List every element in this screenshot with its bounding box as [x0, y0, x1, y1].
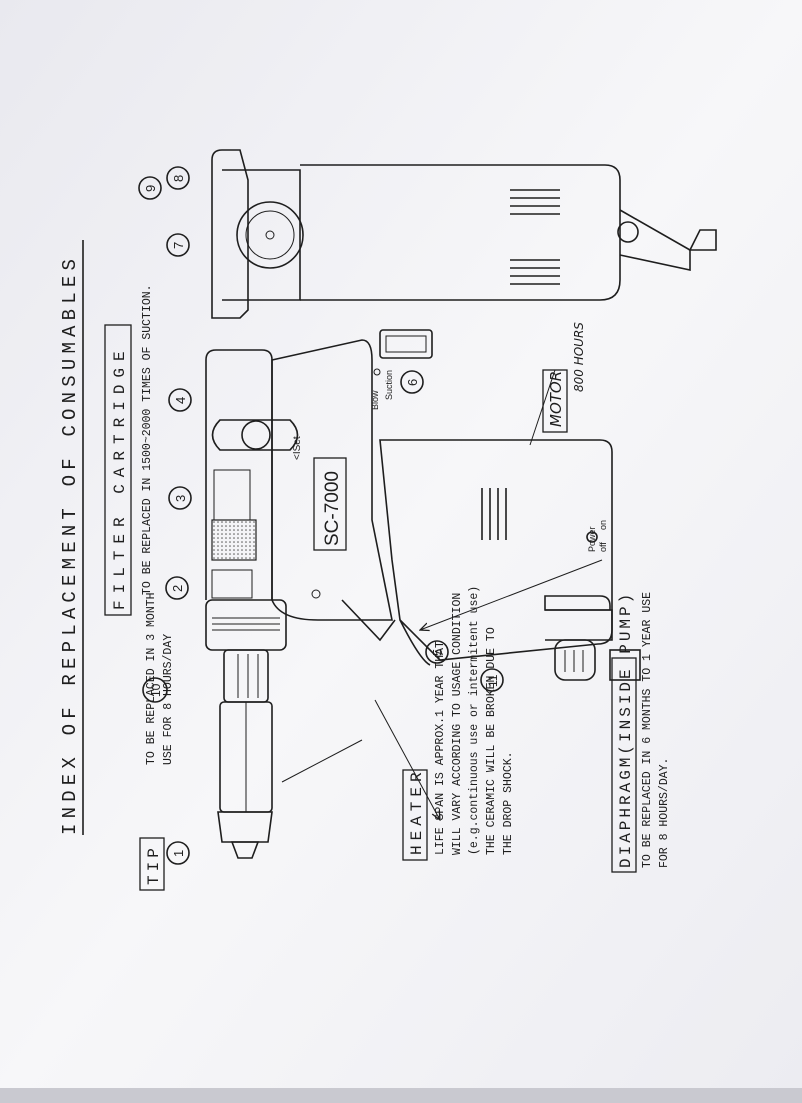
- heater-arrow: [374, 699, 440, 820]
- callout-11: 11: [480, 668, 504, 692]
- callout-6: 6: [400, 370, 424, 394]
- heater-heading: HEATER: [408, 767, 426, 855]
- callout-3: 3: [168, 486, 192, 510]
- svg-text:4: 4: [173, 397, 188, 404]
- diaphragm-line-1: TO BE REPLACED IN 6 MONTHS TO 1 YEAR USE: [641, 592, 654, 868]
- svg-text:7: 7: [171, 242, 186, 249]
- diaphragm-line-2: FOR 8 HOURS/DAY.: [658, 758, 671, 868]
- svg-text:11: 11: [486, 674, 500, 687]
- off-label: off: [598, 542, 608, 552]
- heater-line-5: THE DROP SHOCK.: [502, 751, 515, 855]
- tip-heading: TIP: [145, 844, 163, 885]
- heater-leader: [281, 739, 363, 783]
- motor-note: 800 HOURS: [572, 322, 586, 392]
- svg-text:5: 5: [430, 649, 445, 656]
- gun-rear-view: [211, 149, 717, 319]
- page-title: INDEX OF REPLACEMENT OF CONSUMABLES: [59, 254, 81, 835]
- heater-line-4: THE CERAMIC WILL BE BROKEN DUE TO: [485, 627, 498, 855]
- callout-4: 4: [168, 388, 192, 412]
- gun-side-view: SC-7000 <ISet Blow Suction Power off on: [205, 329, 641, 859]
- callout-10: 10: [142, 677, 168, 703]
- callout-1: 1: [166, 841, 190, 865]
- model-label: SC-7000: [322, 471, 343, 546]
- filter-line-1: TO BE REPLACED IN 1500~2000 TIMES OF SUC…: [141, 284, 154, 595]
- suction-label: Suction: [384, 370, 394, 400]
- callout-2: 2: [165, 576, 189, 600]
- scan-edge: [0, 1088, 802, 1103]
- filter-section: FILTER CARTRIDGE TO BE REPLACED IN 1500~…: [104, 284, 154, 616]
- on-label: on: [598, 520, 608, 530]
- motor-heading: MOTOR: [547, 371, 565, 427]
- heater-line-2: WILL VARY ACCORDING TO USAGE CONDITION: [451, 593, 464, 855]
- diaphragm-heading: DIAPHRAGM(INSIDE PUMP): [617, 591, 635, 868]
- set-label: <ISet: [292, 436, 303, 460]
- svg-text:1: 1: [171, 850, 186, 857]
- svg-text:2: 2: [170, 585, 185, 592]
- heater-line-3: (e.g.continuous use or intermitent use): [468, 586, 481, 855]
- callout-9: 9: [138, 176, 162, 200]
- heater-line-1: LIFE SPAN IS APPROX.1 YEAR THAT: [434, 641, 447, 855]
- leader-lines: [281, 369, 603, 820]
- diaphragm-arrow: [420, 559, 603, 630]
- tip-line-2: USE FOR 8 HOURS/DAY: [162, 634, 175, 765]
- svg-text:3: 3: [173, 495, 188, 502]
- callout-5: 5: [425, 640, 449, 664]
- svg-text:6: 6: [405, 379, 420, 386]
- svg-text:9: 9: [143, 185, 158, 192]
- callout-8: 8: [166, 166, 190, 190]
- callout-7: 7: [166, 233, 190, 257]
- power-label: Power: [587, 526, 597, 552]
- callouts: 1 2 3 4 5 6 7 8: [138, 166, 504, 865]
- tip-section: TIP TO BE REPLACED IN 3 MONTH USE FOR 8 …: [139, 592, 175, 891]
- blow-label: Blow: [370, 390, 380, 410]
- motor-leader: [529, 369, 556, 446]
- filter-heading: FILTER CARTRIDGE: [111, 344, 129, 610]
- svg-text:10: 10: [149, 683, 163, 697]
- diaphragm-section: DIAPHRAGM(INSIDE PUMP) TO BE REPLACED IN…: [611, 591, 671, 873]
- svg-text:8: 8: [171, 175, 186, 182]
